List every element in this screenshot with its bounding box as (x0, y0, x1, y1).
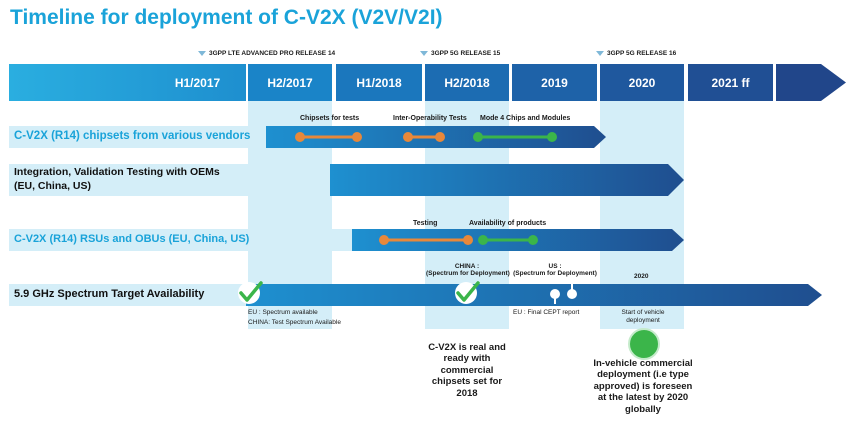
eu-spectrum-available: EU : Spectrum available (248, 309, 318, 316)
pin-icon (567, 282, 577, 299)
milestone-dot (352, 132, 362, 142)
start-vehicle-deployment: Start of vehicle deployment (621, 309, 665, 324)
china-spectrum-label: CHINA :(Spectrum for Deployment) (426, 263, 510, 277)
timeline-h1-2018: H1/2018 (336, 64, 422, 101)
timeline-2021: 2021 ff (688, 64, 773, 101)
milestone-dot (547, 132, 557, 142)
release-16-marker: 3GPP 5G RELEASE 16 (596, 50, 676, 57)
milestone-dot (403, 132, 413, 142)
milestone-dot (528, 235, 538, 245)
row-chipsets-left-bg (9, 126, 267, 148)
milestone-dot (463, 235, 473, 245)
row-rsu-left-bg (9, 229, 353, 251)
mode4-chips-label: Mode 4 Chips and Modules (480, 115, 571, 122)
row-integration-arrow (330, 164, 684, 196)
row-integration-left-bg (9, 164, 331, 196)
row-chipsets-label: C-V2X (R14) chipsets from various vendor… (14, 130, 251, 142)
release-14-marker: 3GPP LTE ADVANCED PRO RELEASE 14 (198, 50, 335, 57)
china-test-spectrum: CHINA: Test Spectrum Available (248, 319, 341, 326)
timeline-h2-2017: H2/2017 (248, 64, 332, 101)
milestone-dot (473, 132, 483, 142)
rsu-availability-label: Availability of products (469, 220, 547, 227)
milestone-dot (478, 235, 488, 245)
milestone-dot (295, 132, 305, 142)
page-title: Timeline for deployment of C-V2X (V2V/V2… (10, 6, 443, 29)
in-vehicle-note: In-vehicle commercial deployment (i.e ty… (593, 358, 693, 415)
timeline-2020: 2020 (600, 64, 684, 101)
milestone-dot (379, 235, 389, 245)
timeline-h2-2018: H2/2018 (425, 64, 509, 101)
rsu-testing-label: Testing (413, 220, 438, 227)
timeline-h1-2017: H1/2017 (9, 64, 246, 101)
row-integration-label-2: (EU, China, US) (14, 180, 92, 192)
chipsets-tests-label: Chipsets for tests (300, 115, 360, 122)
check-circle-icon (455, 281, 480, 304)
triangle-down-icon (198, 50, 206, 56)
triangle-down-icon (420, 50, 428, 56)
row-spectrum-arrow (246, 284, 822, 306)
milestone-dot (435, 132, 445, 142)
release-15-marker: 3GPP 5G RELEASE 15 (420, 50, 500, 57)
interop-tests-label: Inter-Operability Tests (393, 115, 467, 122)
year-2020-label: 2020 (634, 273, 649, 280)
row-spectrum-label: 5.9 GHz Spectrum Target Availability (14, 288, 205, 300)
check-circle-icon (238, 281, 263, 304)
us-spectrum-label: US :(Spectrum for Deployment) (513, 263, 597, 277)
pin-icon (550, 289, 560, 304)
row-rsu-milestones (379, 235, 538, 245)
row-rsu-label: C-V2X (R14) RSUs and OBUs (EU, China, US… (14, 233, 250, 245)
timeline-arrowhead (776, 64, 846, 101)
row-spectrum-left-bg (9, 284, 247, 306)
timeline-2019: 2019 (512, 64, 597, 101)
cv2x-ready-note: C-V2X is real and ready with commercial … (428, 342, 506, 399)
triangle-down-icon (596, 50, 604, 56)
green-circle-icon (628, 328, 660, 360)
eu-cept-report: EU : Final CEPT report (513, 309, 580, 316)
row-chipsets-milestones (295, 132, 557, 142)
row-integration-label-1: Integration, Validation Testing with OEM… (14, 166, 220, 178)
